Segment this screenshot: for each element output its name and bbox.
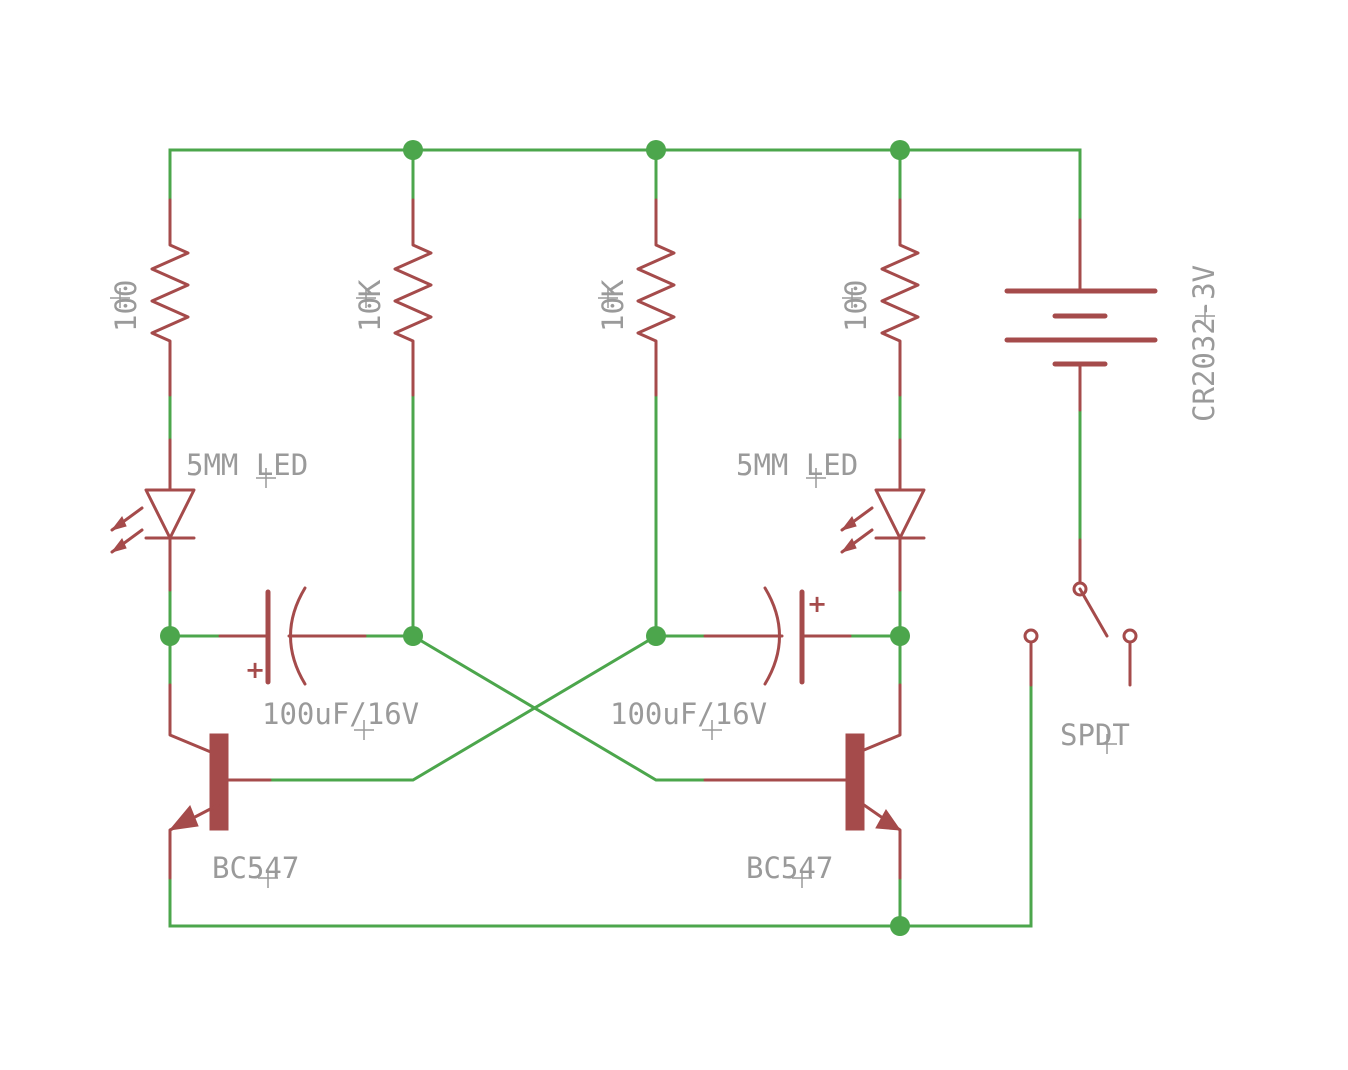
led-2-arrow-icon	[840, 538, 857, 553]
led-1-arrow-icon	[110, 516, 127, 531]
capacitor-c2-polarity: +	[807, 590, 827, 618]
junction-dot	[890, 626, 910, 646]
transistor-q1-label: BC547	[212, 851, 299, 885]
battery: CR2032-3V	[1004, 218, 1221, 422]
capacitor-c1-label: 100uF/16V	[262, 697, 419, 731]
resistor-r2-origin-mark	[356, 288, 376, 308]
battery-origin-mark	[1195, 306, 1215, 326]
resistor-r3-label: 10K	[596, 279, 630, 332]
wires	[168, 148, 1082, 928]
wire-cross-a	[410, 633, 707, 782]
junction-dot	[403, 626, 423, 646]
transistor-q1: BC547	[168, 683, 299, 888]
wire-ground-rail	[168, 683, 1033, 928]
capacitor-c1-origin-mark	[354, 720, 374, 740]
junctions	[160, 140, 910, 936]
switch-origin-mark	[1097, 734, 1117, 754]
transistor-q2-label: BC547	[746, 851, 833, 885]
resistor-r4-origin-mark	[842, 288, 862, 308]
transistor-q2-origin-mark	[792, 868, 812, 888]
junction-dot	[160, 626, 180, 646]
transistor-q1-emitter-arrow-icon	[168, 805, 199, 831]
resistor-r3: 10K	[596, 198, 676, 397]
resistor-r2: 10K	[353, 198, 433, 397]
resistor-r2-label: 10K	[353, 279, 387, 332]
capacitor-c1: + 100uF/16V	[218, 586, 419, 740]
resistor-r4-label: 100	[839, 280, 873, 332]
capacitor-c2: + 100uF/16V	[610, 586, 852, 740]
led-1: 5MM LED	[110, 438, 308, 592]
capacitor-c2-origin-mark	[702, 720, 722, 740]
resistor-origin-marks	[110, 288, 862, 308]
led-2: 5MM LED	[736, 438, 926, 592]
wire-top-rail	[168, 148, 1082, 222]
transistor-q1-origin-mark	[258, 868, 278, 888]
led-1-origin-mark	[256, 468, 276, 488]
junction-dot	[890, 140, 910, 160]
led-2-origin-mark	[806, 468, 826, 488]
switch-label: SPDT	[1060, 718, 1130, 752]
wire-cross-b	[268, 633, 659, 782]
transistor-q2: BC547	[703, 683, 902, 888]
led-1-arrow-icon	[110, 538, 127, 553]
transistor-q2-emitter-arrow-icon	[875, 809, 902, 831]
led-2-label: 5MM LED	[736, 448, 858, 482]
junction-dot	[890, 916, 910, 936]
junction-dot	[403, 140, 423, 160]
resistor-r4: 100	[839, 198, 920, 397]
capacitor-c1-polarity: +	[245, 656, 265, 684]
capacitor-c2-label: 100uF/16V	[610, 697, 767, 731]
junction-dot	[646, 140, 666, 160]
resistor-r1-origin-mark	[110, 288, 130, 308]
led-2-arrow-icon	[840, 516, 857, 531]
junction-dot	[646, 626, 666, 646]
battery-label: CR2032-3V	[1187, 265, 1221, 422]
resistor-r3-origin-mark	[598, 288, 618, 308]
led-1-label: 5MM LED	[186, 448, 308, 482]
resistor-r1: 100	[109, 198, 190, 397]
switch-spdt: SPDT	[1023, 538, 1138, 754]
resistor-r1-label: 100	[109, 280, 143, 332]
